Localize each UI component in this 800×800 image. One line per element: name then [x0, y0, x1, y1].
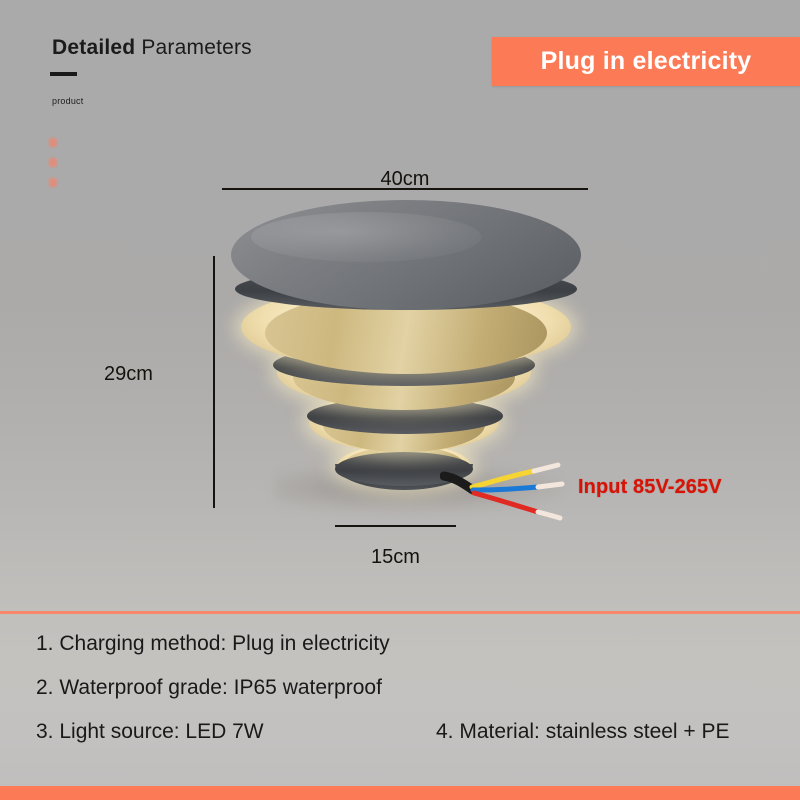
spec-list: 1. Charging method: Plug in electricity … [36, 632, 776, 764]
title-underline-rule [50, 72, 77, 76]
top-plate [231, 200, 581, 310]
spec-row: 1. Charging method: Plug in electricity [36, 632, 776, 676]
width-dimension-line [222, 188, 588, 190]
page-title-light: Parameters [141, 36, 252, 59]
red-wire-tip [535, 509, 563, 521]
spec-panel-top-divider [0, 611, 800, 614]
accent-dot-2 [49, 158, 57, 167]
base-dimension-line [335, 525, 456, 527]
page-title-strong: Detailed [52, 36, 136, 59]
plug-in-electricity-badge: Plug in electricity [492, 37, 800, 86]
width-dimension-label: 40cm [380, 168, 430, 190]
spec-panel-bottom-bar [0, 786, 800, 800]
height-dimension-label: 29cm [104, 363, 153, 385]
spec-row: 2. Waterproof grade: IP65 waterproof [36, 676, 776, 720]
spec-waterproof-grade: 2. Waterproof grade: IP65 waterproof [36, 676, 382, 699]
accent-dot-1 [49, 138, 57, 147]
red-wire [471, 490, 541, 515]
power-wire-group [440, 462, 565, 521]
blue-wire [470, 484, 541, 493]
spec-material: 4. Material: stainless steel + PE [436, 720, 730, 743]
accent-dot-3 [49, 178, 57, 187]
top-plate-sheen [251, 212, 481, 262]
product-caption: product [52, 96, 84, 106]
product-illustration [225, 196, 585, 526]
spec-charging-method: 1. Charging method: Plug in electricity [36, 632, 390, 655]
yellow-wire [469, 468, 537, 490]
spec-row: 3. Light source: LED 7W 4. Material: sta… [36, 720, 776, 764]
height-dimension-line [213, 256, 215, 508]
base-dimension-label: 15cm [371, 546, 420, 568]
input-voltage-label: Input 85V-265V [578, 476, 722, 498]
accent-dot-stack [49, 138, 59, 198]
blue-wire-tip [535, 481, 565, 490]
page-title: Detailed Parameters [52, 36, 252, 60]
spec-light-source: 3. Light source: LED 7W [36, 720, 264, 743]
yellow-wire-tip [531, 462, 561, 474]
wire-sheath [440, 471, 478, 495]
